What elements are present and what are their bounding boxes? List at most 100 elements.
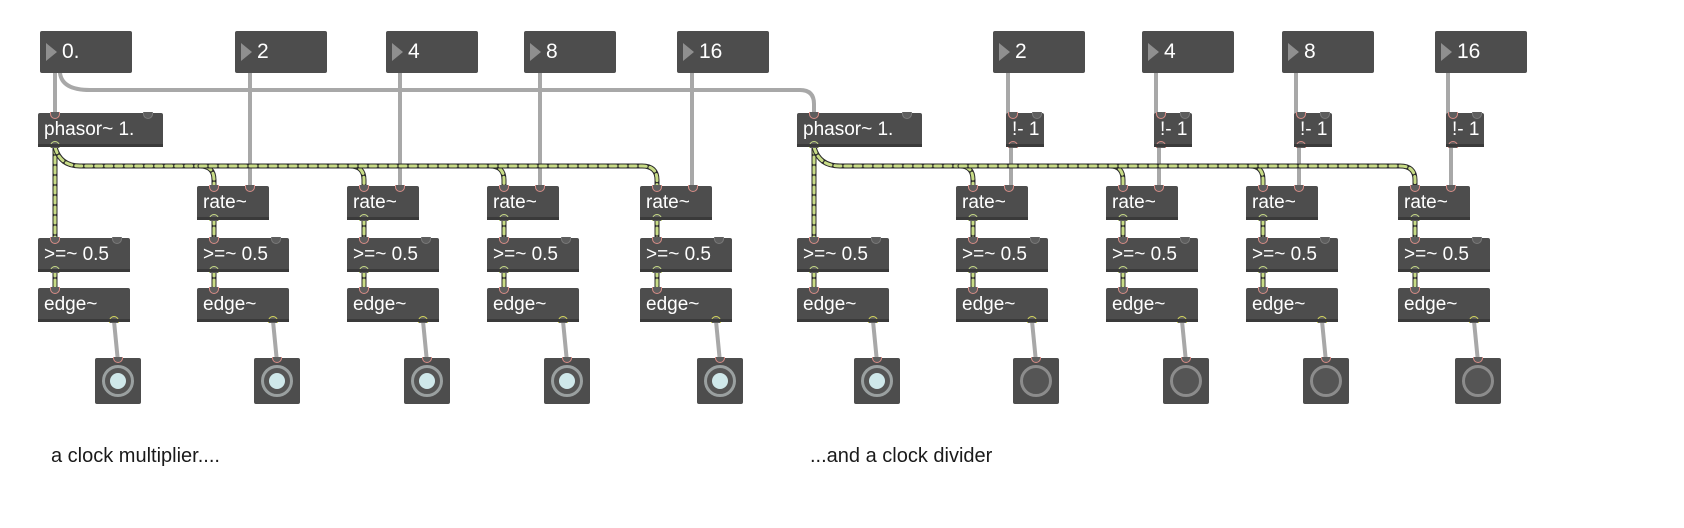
edge-object[interactable]: edge~ [1106, 287, 1198, 323]
inlet[interactable] [1004, 185, 1014, 192]
number-box-phasor-freq[interactable]: 0. [40, 31, 132, 73]
inlet[interactable] [1296, 112, 1306, 119]
bang-button[interactable] [95, 357, 141, 404]
inlet[interactable] [968, 185, 978, 192]
outlet[interactable] [1296, 141, 1306, 148]
outlet[interactable] [1317, 316, 1327, 323]
outlet[interactable] [209, 214, 219, 221]
inlet[interactable] [1258, 185, 1268, 192]
compare-object[interactable]: >=~ 0.5 [956, 237, 1048, 273]
number-box-rate-4[interactable]: 16 [677, 31, 769, 73]
inlet[interactable] [1118, 287, 1128, 294]
number-box-div-1[interactable]: 2 [993, 31, 1085, 73]
bang-button[interactable] [1163, 357, 1209, 404]
inlet[interactable] [688, 185, 698, 192]
phasor-object[interactable]: phasor~ 1. [797, 112, 922, 148]
inlet[interactable] [209, 237, 219, 244]
compare-object[interactable]: >=~ 0.5 [1106, 237, 1198, 273]
inlet[interactable] [209, 185, 219, 192]
outlet[interactable] [809, 266, 819, 273]
rate-object[interactable]: rate~ [640, 185, 712, 221]
outlet[interactable] [652, 214, 662, 221]
inlet[interactable] [652, 237, 662, 244]
outlet[interactable] [1118, 266, 1128, 273]
edge-object[interactable]: edge~ [197, 287, 289, 323]
outlet[interactable] [50, 141, 60, 148]
outlet[interactable] [499, 266, 509, 273]
outlet[interactable] [499, 214, 509, 221]
inlet[interactable] [1410, 237, 1420, 244]
inlet[interactable] [359, 237, 369, 244]
inlet[interactable] [809, 237, 819, 244]
inlet[interactable] [809, 112, 819, 119]
rate-object[interactable]: rate~ [1398, 185, 1470, 221]
rate-object[interactable]: rate~ [1246, 185, 1318, 221]
outlet[interactable] [1448, 141, 1458, 148]
inlet[interactable] [652, 287, 662, 294]
bang-button[interactable] [254, 357, 300, 404]
rate-object[interactable]: rate~ [487, 185, 559, 221]
outlet[interactable] [1118, 214, 1128, 221]
inlet[interactable] [499, 237, 509, 244]
compare-object[interactable]: >=~ 0.5 [640, 237, 732, 273]
outlet[interactable] [1469, 316, 1479, 323]
inlet[interactable] [1008, 112, 1018, 119]
compare-object[interactable]: >=~ 0.5 [197, 237, 289, 273]
outlet[interactable] [711, 316, 721, 323]
rate-object[interactable]: rate~ [1106, 185, 1178, 221]
inlet[interactable] [1446, 185, 1456, 192]
compare-object[interactable]: >=~ 0.5 [38, 237, 130, 273]
inlet[interactable] [499, 185, 509, 192]
outlet[interactable] [359, 266, 369, 273]
reverse-minus-object[interactable]: !- 1 [1446, 112, 1484, 148]
phasor-object[interactable]: phasor~ 1. [38, 112, 163, 148]
outlet[interactable] [652, 266, 662, 273]
inlet[interactable] [871, 237, 881, 244]
inlet[interactable] [968, 287, 978, 294]
edge-object[interactable]: edge~ [956, 287, 1048, 323]
compare-object[interactable]: >=~ 0.5 [797, 237, 889, 273]
outlet[interactable] [1410, 266, 1420, 273]
edge-object[interactable]: edge~ [347, 287, 439, 323]
compare-object[interactable]: >=~ 0.5 [1246, 237, 1338, 273]
compare-object[interactable]: >=~ 0.5 [487, 237, 579, 273]
outlet[interactable] [1156, 141, 1166, 148]
bang-button[interactable] [854, 357, 900, 404]
inlet[interactable] [50, 287, 60, 294]
inlet[interactable] [271, 237, 281, 244]
outlet[interactable] [968, 266, 978, 273]
inlet[interactable] [1472, 237, 1482, 244]
inlet[interactable] [499, 287, 509, 294]
inlet[interactable] [1472, 112, 1482, 119]
inlet[interactable] [1156, 112, 1166, 119]
number-box-rate-1[interactable]: 2 [235, 31, 327, 73]
inlet[interactable] [143, 112, 153, 119]
inlet[interactable] [561, 237, 571, 244]
edge-object[interactable]: edge~ [487, 287, 579, 323]
outlet[interactable] [1177, 316, 1187, 323]
inlet[interactable] [50, 237, 60, 244]
inlet[interactable] [1258, 237, 1268, 244]
compare-object[interactable]: >=~ 0.5 [1398, 237, 1490, 273]
inlet[interactable] [359, 185, 369, 192]
rate-object[interactable]: rate~ [956, 185, 1028, 221]
outlet[interactable] [268, 316, 278, 323]
outlet[interactable] [1410, 214, 1420, 221]
reverse-minus-object[interactable]: !- 1 [1006, 112, 1044, 148]
inlet[interactable] [421, 237, 431, 244]
inlet[interactable] [1032, 112, 1042, 119]
outlet[interactable] [1008, 141, 1018, 148]
compare-object[interactable]: >=~ 0.5 [347, 237, 439, 273]
bang-button[interactable] [1303, 357, 1349, 404]
inlet[interactable] [1258, 287, 1268, 294]
outlet[interactable] [109, 316, 119, 323]
number-box-div-3[interactable]: 8 [1282, 31, 1374, 73]
outlet[interactable] [1258, 266, 1268, 273]
outlet[interactable] [209, 266, 219, 273]
bang-button[interactable] [544, 357, 590, 404]
number-box-div-2[interactable]: 4 [1142, 31, 1234, 73]
inlet[interactable] [968, 237, 978, 244]
inlet[interactable] [1118, 185, 1128, 192]
inlet[interactable] [50, 112, 60, 119]
inlet[interactable] [535, 185, 545, 192]
